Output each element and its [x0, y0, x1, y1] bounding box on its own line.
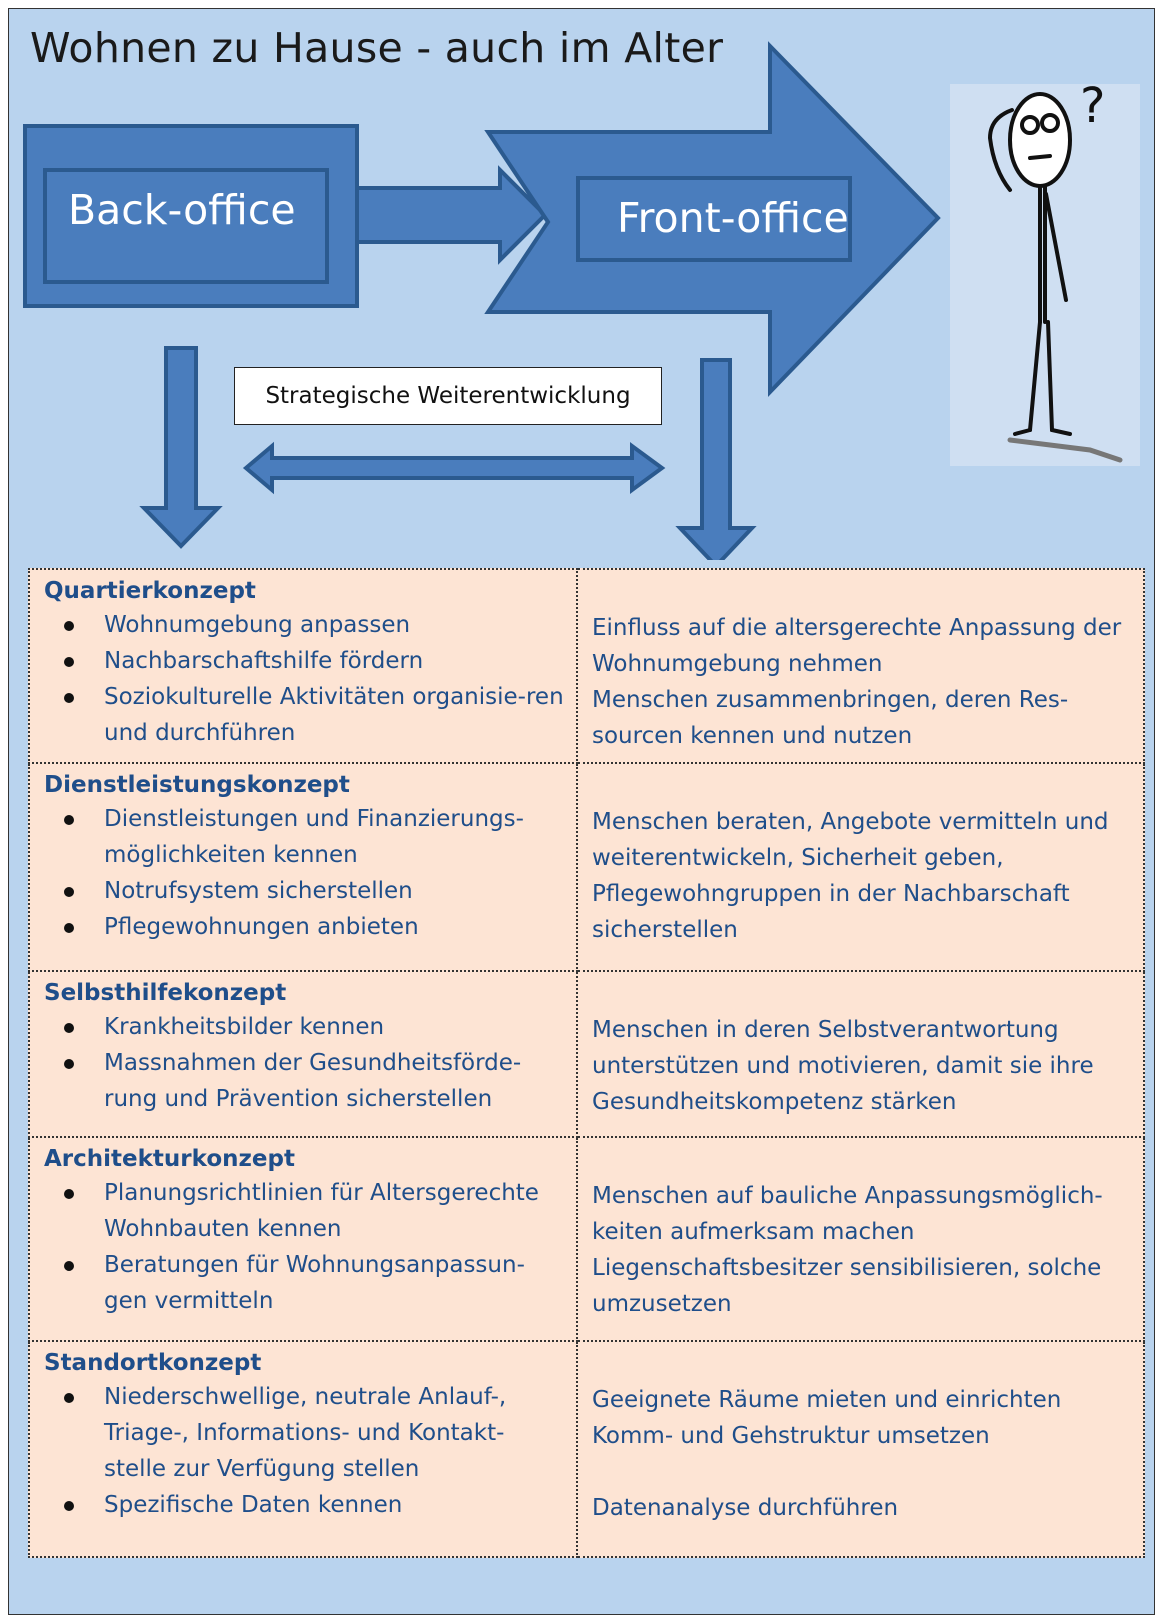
description-text: Menschen beraten, Angebote vermitteln un… [592, 809, 1109, 943]
concept-title: Architekturkonzept [44, 1146, 295, 1172]
description-text: Menschen auf bauliche Anpassungsmöglich-… [592, 1183, 1103, 1245]
description-text: Datenanalyse durchführen [592, 1495, 899, 1521]
concept-title: Quartierkonzept [44, 578, 256, 604]
description-text [592, 1454, 1131, 1490]
description-cell: Menschen auf bauliche Anpassungsmöglich-… [576, 1136, 1145, 1342]
list-item: Massnahmen der Gesundheitsförde-rung und… [64, 1045, 564, 1117]
description-text: Komm- und Gehstruktur umsetzen [592, 1423, 990, 1449]
description-cell: Menschen beraten, Angebote vermitteln un… [576, 762, 1145, 972]
bullet-list: Niederschwellige, neutrale Anlauf-, Tria… [44, 1379, 564, 1523]
thinking-person-icon [987, 92, 1123, 463]
back-office-box [23, 124, 359, 308]
question-mark: ? [1080, 78, 1106, 134]
front-office-inner [576, 176, 852, 262]
bullet-list: Dienstleistungen und Finanzierungs-mögli… [44, 801, 564, 945]
list-item: Notrufsystem sicherstellen [64, 873, 564, 909]
back-office-inner [43, 168, 329, 284]
list-item: Dienstleistungen und Finanzierungs-mögli… [64, 801, 564, 873]
description-text: Menschen in deren Selbstverantwortung un… [592, 1017, 1094, 1115]
description-text: Liegenschaftsbesitzer sensibilisieren, s… [592, 1255, 1102, 1317]
double-arrow [242, 441, 666, 495]
list-item: Soziokulturelle Aktivitäten organisie-re… [64, 679, 564, 751]
list-item: Nachbarschaftshilfe fördern [64, 643, 564, 679]
front-office-label: Front-office [617, 194, 849, 242]
concept-title: Selbsthilfekonzept [44, 980, 287, 1006]
list-item: Planungsrichtlinien für Altersgerechte W… [64, 1175, 564, 1247]
back-office-label: Back-office [68, 186, 296, 234]
description-text: Einfluss auf die altersgerechte Anpassun… [592, 615, 1122, 677]
down-arrow-left [139, 346, 223, 549]
concept-title: Dienstleistungskonzept [44, 772, 350, 798]
list-item: Spezifische Daten kennen [64, 1487, 564, 1523]
connector-arrow [355, 165, 548, 265]
page-title: Wohnen zu Hause - auch im Alter [30, 24, 724, 72]
down-arrow-right [675, 358, 757, 560]
front-office-arrow [484, 41, 941, 397]
description-text: Menschen zusammenbringen, deren Res-sour… [592, 687, 1069, 749]
flow-diagram [23, 41, 1140, 560]
list-item: Pflegewohnungen anbieten [64, 909, 564, 945]
list-item: Beratungen für Wohnungsanpassun-gen verm… [64, 1247, 564, 1319]
concept-title: Standortkonzept [44, 1350, 262, 1376]
list-item: Niederschwellige, neutrale Anlauf-, Tria… [64, 1379, 564, 1487]
list-item: Wohnumgebung anpassen [64, 607, 564, 643]
description-text: Geeignete Räume mieten und einrichten [592, 1387, 1062, 1413]
description-cell: Einfluss auf die altersgerechte Anpassun… [576, 568, 1145, 764]
list-item: Krankheitsbilder kennen [64, 1009, 564, 1045]
description-cell: Menschen in deren Selbstverantwortung un… [576, 970, 1145, 1138]
bullet-list: Planungsrichtlinien für Altersgerechte W… [44, 1175, 564, 1319]
strategy-box: Strategische Weiterentwicklung [234, 367, 662, 425]
